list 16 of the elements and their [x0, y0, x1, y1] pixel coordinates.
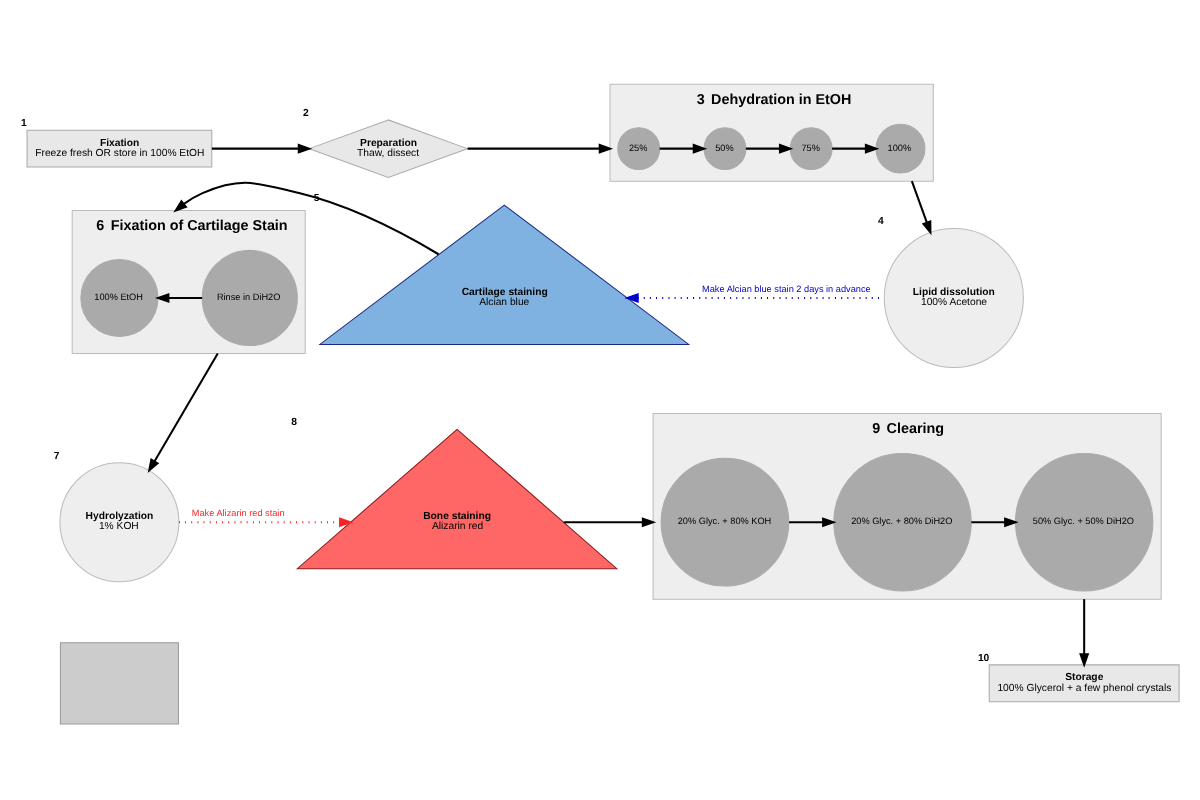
arrow — [832, 143, 880, 154]
arrow — [745, 143, 794, 154]
arrow — [1079, 599, 1090, 668]
arrow — [147, 353, 219, 473]
arrow — [789, 517, 837, 528]
arrow — [563, 517, 657, 528]
arrow — [179, 517, 354, 528]
arrow — [211, 143, 313, 154]
arrow — [624, 292, 885, 303]
arrow — [467, 143, 614, 154]
arrow — [659, 143, 708, 154]
arrow — [971, 517, 1019, 528]
arrow — [173, 181, 440, 256]
arrow — [155, 292, 203, 303]
node-box — [59, 642, 179, 725]
arrow — [910, 180, 932, 236]
